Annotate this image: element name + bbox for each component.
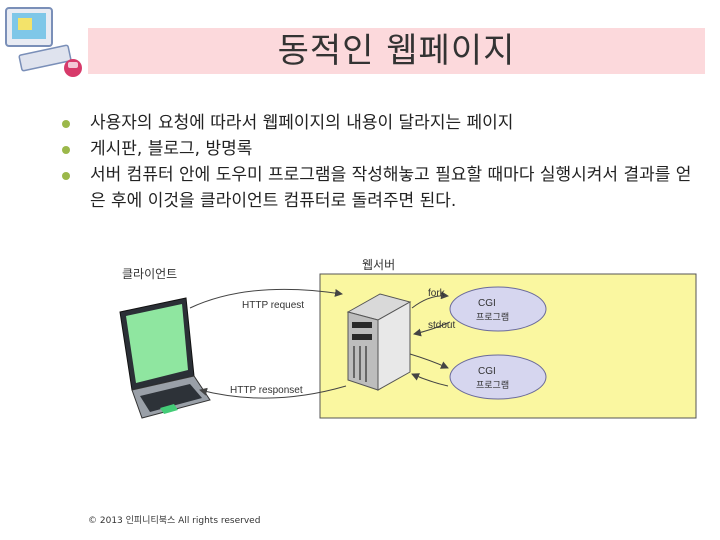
bullet-item: 사용자의 요청에 따라서 웹페이지의 내용이 달라지는 페이지	[60, 110, 700, 136]
computer-icon	[0, 0, 90, 80]
cgi-top-line1: CGI	[478, 298, 496, 309]
cgi-bottom-line1: CGI	[478, 366, 496, 377]
bullet-list: 사용자의 요청에 따라서 웹페이지의 내용이 달라지는 페이지 게시판, 블로그…	[60, 110, 700, 214]
bullet-dot-icon	[62, 172, 70, 180]
bullet-item: 서버 컴퓨터 안에 도우미 프로그램을 작성해놓고 필요할 때마다 실행시켜서 …	[60, 162, 700, 214]
bullet-text: 게시판, 블로그, 방명록	[90, 139, 252, 159]
http-request-label: HTTP request	[242, 300, 304, 311]
client-label: 클라이언트	[122, 267, 177, 281]
copyright-footer: © 2013 인피니티북스 All rights reserved	[88, 513, 260, 526]
bullet-item: 게시판, 블로그, 방명록	[60, 136, 700, 162]
http-response-label: HTTP responset	[230, 385, 303, 396]
fork-label: fork	[428, 288, 446, 299]
bullet-dot-icon	[62, 146, 70, 154]
bullet-text: 사용자의 요청에 따라서 웹페이지의 내용이 달라지는 페이지	[90, 113, 513, 133]
laptop-icon	[120, 298, 210, 418]
server-tower-icon	[348, 294, 410, 390]
bullet-dot-icon	[62, 120, 70, 128]
cgi-program-bottom	[450, 355, 546, 399]
cgi-bottom-line2: 프로그램	[476, 379, 509, 390]
bullet-text: 서버 컴퓨터 안에 도우미 프로그램을 작성해놓고 필요할 때마다 실행시켜서 …	[90, 165, 691, 211]
cgi-diagram: 웹서버 클라이언트 CGI 프로그램 CGI 프로그램 fork stdout …	[90, 250, 710, 490]
web-server-label: 웹서버	[362, 258, 395, 272]
cgi-top-line2: 프로그램	[476, 311, 509, 322]
stdout-label: stdout	[428, 320, 455, 331]
cgi-program-top	[450, 287, 546, 331]
page-title: 동적인 웹페이지	[88, 28, 705, 74]
